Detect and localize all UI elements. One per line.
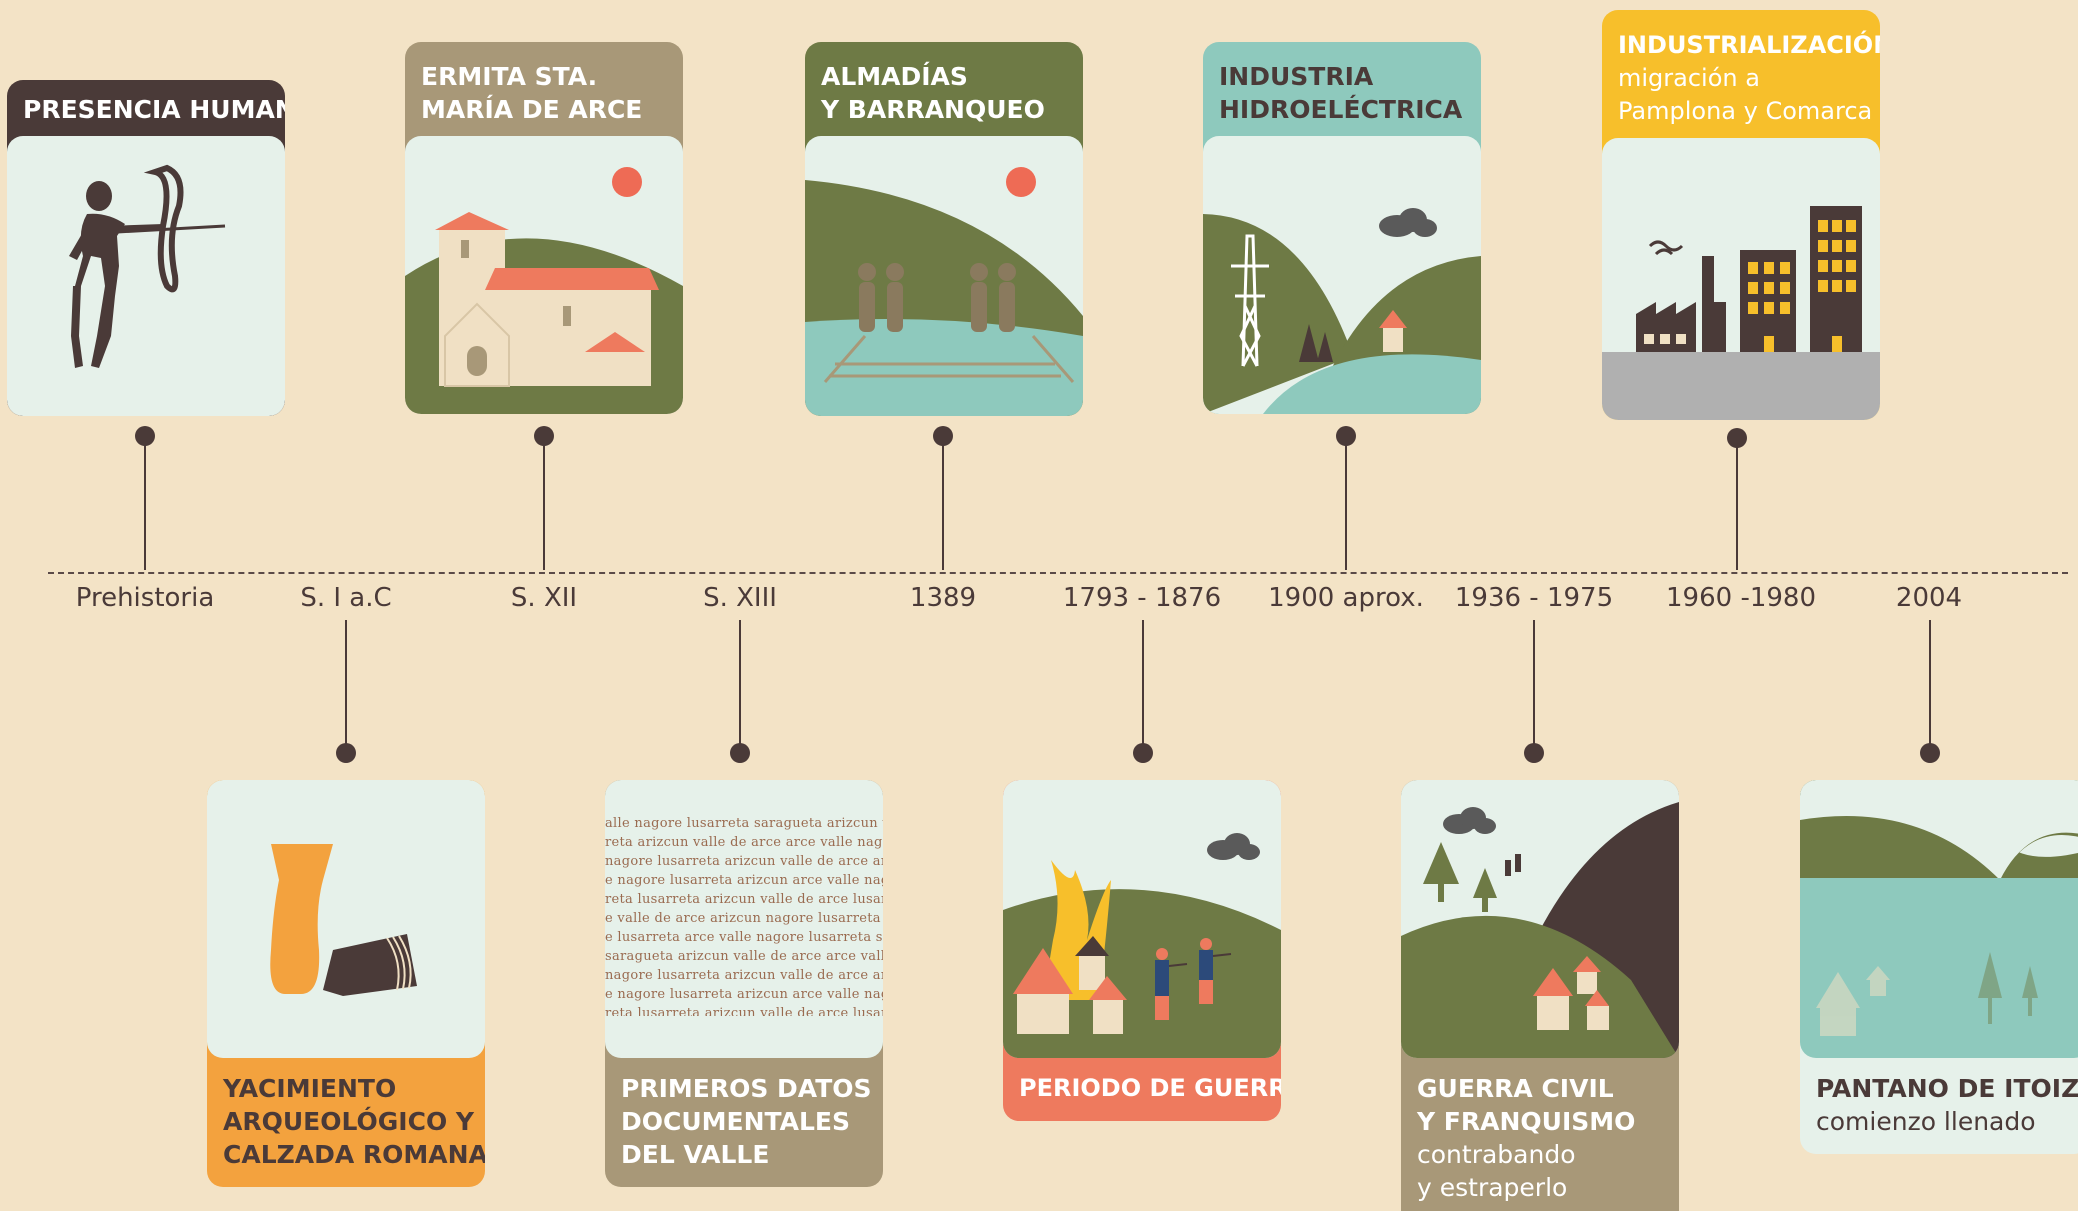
card-periodo-guerras: PERIODO DE GUERRAS bbox=[1003, 780, 1281, 1121]
card-title: INDUSTRIALIZACIÓN migración a Pamplona y… bbox=[1602, 10, 1880, 138]
document-text-line: reta lusarreta arizcun valle de arce lus… bbox=[605, 1006, 883, 1016]
church-icon bbox=[405, 136, 683, 414]
connector bbox=[1929, 620, 1931, 754]
card-title: PRIMEROS DATOS DOCUMENTALES DEL VALLE bbox=[605, 1058, 883, 1187]
label-1793-1876: 1793 - 1876 bbox=[1062, 583, 1222, 613]
title-line: HIDROELÉCTRICA bbox=[1219, 95, 1463, 124]
connector-dot bbox=[1524, 743, 1544, 763]
title-line: MARÍA DE ARCE bbox=[421, 95, 643, 124]
label-1389: 1389 bbox=[909, 583, 977, 613]
label-1960-1980: 1960 -1980 bbox=[1666, 583, 1816, 613]
connector bbox=[543, 436, 545, 570]
document-text-line: e lusarreta arce valle nagore lusarreta … bbox=[605, 930, 883, 945]
document-text-line: reta lusarreta arizcun valle de arce lus… bbox=[605, 892, 883, 907]
card-title: PERIODO DE GUERRAS bbox=[1003, 1058, 1281, 1121]
label-1900: 1900 aprox. bbox=[1268, 583, 1424, 613]
title-line: DOCUMENTALES bbox=[621, 1107, 851, 1136]
connector bbox=[1142, 620, 1144, 754]
title-line: INDUSTRIA bbox=[1219, 62, 1374, 91]
document-text-line: e nagore lusarreta arizcun arce valle na… bbox=[605, 873, 883, 888]
document-text-line: e nagore lusarreta arizcun arce valle na… bbox=[605, 987, 883, 1002]
title-line: DEL VALLE bbox=[621, 1140, 770, 1169]
title-line: comienzo llenado bbox=[1816, 1107, 2036, 1136]
title-line: PRIMEROS DATOS bbox=[621, 1074, 872, 1103]
card-pantano-itoiz: PANTANO DE ITOIZ comienzo llenado bbox=[1800, 780, 2078, 1154]
document-text-line: saragueta arizcun valle de arce arce val… bbox=[605, 949, 883, 964]
card-title: ERMITA STA. MARÍA DE ARCE bbox=[405, 42, 683, 136]
label-s-xii: S. XII bbox=[510, 583, 578, 613]
card-title: ALMADÍAS Y BARRANQUEO bbox=[805, 42, 1083, 136]
title-line: contrabando bbox=[1417, 1140, 1576, 1169]
connector bbox=[942, 436, 944, 570]
card-guerra-civil: GUERRA CIVIL Y FRANQUISMO contrabando y … bbox=[1401, 780, 1679, 1211]
title-line: PERIODO DE GUERRAS bbox=[1019, 1074, 1281, 1102]
connector bbox=[144, 436, 146, 570]
title-line: PANTANO DE ITOIZ bbox=[1816, 1074, 2078, 1103]
card-title: INDUSTRIA HIDROELÉCTRICA bbox=[1203, 42, 1481, 136]
card-title: PANTANO DE ITOIZ comienzo llenado bbox=[1800, 1058, 2078, 1154]
connector-dot bbox=[1727, 428, 1747, 448]
connector bbox=[739, 620, 741, 754]
connector bbox=[1736, 438, 1738, 570]
title-line: CALZADA ROMANA bbox=[223, 1140, 485, 1169]
document-text-line: reta arizcun valle de arce arce valle na… bbox=[605, 835, 883, 850]
factory-icon bbox=[1602, 138, 1880, 420]
reservoir-icon bbox=[1800, 780, 2078, 1058]
connector bbox=[1533, 620, 1535, 754]
card-industria-hidroelectrica: INDUSTRIA HIDROELÉCTRICA bbox=[1203, 42, 1481, 414]
connector-dot bbox=[933, 426, 953, 446]
card-almadias: ALMADÍAS Y BARRANQUEO bbox=[805, 42, 1083, 416]
card-title: GUERRA CIVIL Y FRANQUISMO contrabando y … bbox=[1401, 1058, 1679, 1211]
card-yacimiento: YACIMIENTO ARQUEOLÓGICO Y CALZADA ROMANA bbox=[207, 780, 485, 1187]
connector-dot bbox=[730, 743, 750, 763]
title-line: ALMADÍAS bbox=[821, 62, 968, 91]
label-s-xiii: S. XIII bbox=[703, 583, 777, 613]
connector bbox=[1345, 436, 1347, 570]
card-title: YACIMIENTO ARQUEOLÓGICO Y CALZADA ROMANA bbox=[207, 1058, 485, 1187]
title-line: Y BARRANQUEO bbox=[821, 95, 1045, 124]
document-text-line: e valle de arce arizcun nagore lusarreta… bbox=[605, 911, 883, 926]
title-line: Pamplona y Comarca bbox=[1618, 97, 1873, 125]
card-primeros-datos: alle nagore lusarreta saragueta arizcun … bbox=[605, 780, 883, 1187]
label-1936-1975: 1936 - 1975 bbox=[1454, 583, 1614, 613]
connector-dot bbox=[1133, 743, 1153, 763]
title-line: migración a bbox=[1618, 64, 1760, 92]
document-text-line: nagore lusarreta arizcun valle de arce a… bbox=[605, 854, 883, 869]
war-fire-icon bbox=[1003, 780, 1281, 1058]
document-text-line: nagore lusarreta arizcun valle de arce a… bbox=[605, 968, 883, 983]
card-ermita: ERMITA STA. MARÍA DE ARCE bbox=[405, 42, 683, 414]
card-title: PRESENCIA HUMANA bbox=[7, 80, 285, 136]
timeline-axis bbox=[48, 572, 2068, 574]
title-line: y estraperlo bbox=[1417, 1173, 1568, 1202]
label-prehistoria: Prehistoria bbox=[75, 583, 215, 613]
vase-icon bbox=[207, 780, 485, 1058]
title-line: GUERRA CIVIL bbox=[1417, 1074, 1614, 1103]
title-line: Y FRANQUISMO bbox=[1417, 1107, 1636, 1136]
connector-dot bbox=[1920, 743, 1940, 763]
connector-dot bbox=[534, 426, 554, 446]
connector-dot bbox=[336, 743, 356, 763]
title-line: PRESENCIA HUMANA bbox=[23, 95, 285, 124]
title-line: YACIMIENTO bbox=[223, 1074, 397, 1103]
card-presencia-humana: PRESENCIA HUMANA bbox=[7, 80, 285, 416]
label-2004: 2004 bbox=[1895, 583, 1963, 613]
connector-dot bbox=[135, 426, 155, 446]
raft-icon bbox=[805, 136, 1083, 416]
title-line: INDUSTRIALIZACIÓN bbox=[1618, 31, 1880, 59]
document-text-line: alle nagore lusarreta saragueta arizcun … bbox=[605, 816, 883, 831]
label-s-i-ac: S. I a.C bbox=[300, 583, 392, 613]
cave-painting-icon bbox=[7, 136, 285, 416]
document-text: alle nagore lusarreta saragueta arizcun … bbox=[605, 780, 883, 1016]
power-pylon-icon bbox=[1203, 136, 1481, 414]
card-industrializacion: INDUSTRIALIZACIÓN migración a Pamplona y… bbox=[1602, 10, 1880, 420]
connector-dot bbox=[1336, 426, 1356, 446]
civil-war-hills-icon bbox=[1401, 780, 1679, 1058]
title-line: ARQUEOLÓGICO Y bbox=[223, 1107, 475, 1136]
title-line: ERMITA STA. bbox=[421, 62, 598, 91]
connector bbox=[345, 620, 347, 754]
document-icon: alle nagore lusarreta saragueta arizcun … bbox=[605, 780, 883, 1058]
